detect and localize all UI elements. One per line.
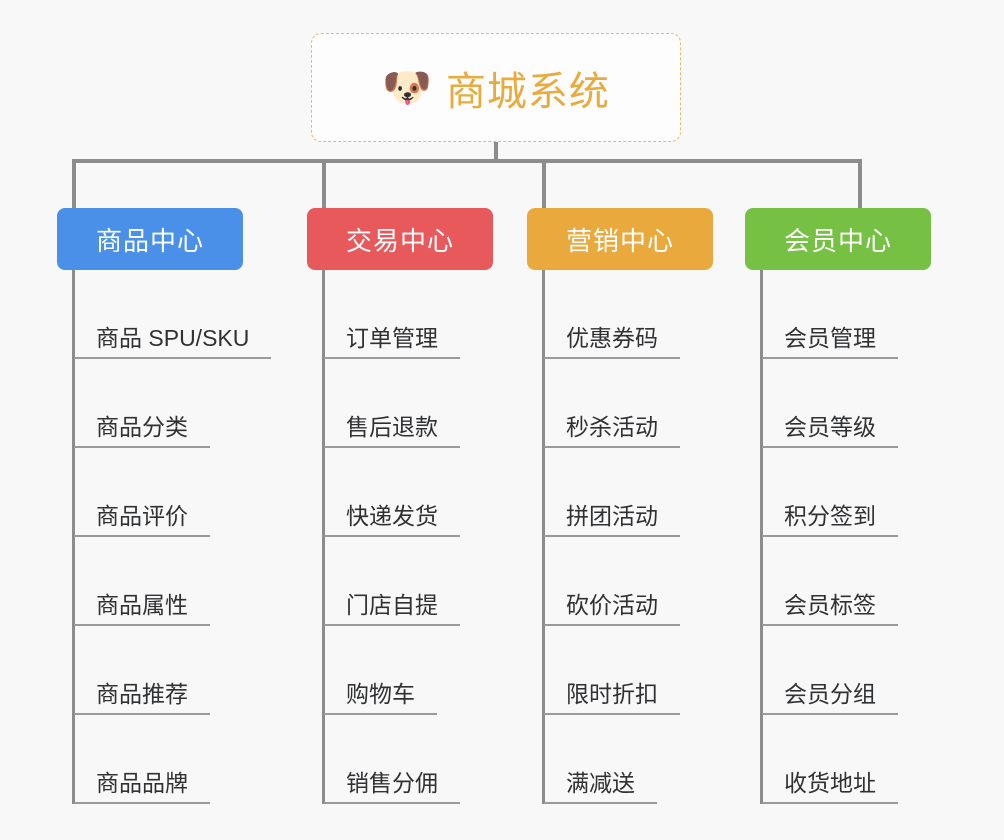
leaf-label: 砍价活动 bbox=[544, 592, 680, 626]
connector-drop-2 bbox=[322, 159, 326, 209]
branch-header-label: 会员中心 bbox=[783, 225, 892, 256]
leaf-label: 商品品牌 bbox=[74, 770, 210, 804]
list-item[interactable]: 优惠券码 bbox=[527, 270, 713, 359]
list-item[interactable]: 满减送 bbox=[527, 715, 713, 804]
branch-header-label: 营销中心 bbox=[565, 225, 674, 256]
leaf-label: 收货地址 bbox=[762, 770, 898, 804]
branch-trunk bbox=[760, 270, 763, 804]
list-item[interactable]: 销售分佣 bbox=[307, 715, 493, 804]
branch-header-member-center[interactable]: 会员中心 bbox=[745, 208, 931, 270]
list-item[interactable]: 订单管理 bbox=[307, 270, 493, 359]
root-node[interactable]: 🐶 商城系统 bbox=[311, 33, 681, 142]
leaf-label: 会员等级 bbox=[762, 414, 898, 448]
leaf-label: 积分签到 bbox=[762, 503, 898, 537]
list-item[interactable]: 拼团活动 bbox=[527, 448, 713, 537]
list-item[interactable]: 会员管理 bbox=[745, 270, 931, 359]
dog-face-icon: 🐶 bbox=[382, 64, 432, 111]
leaf-label: 订单管理 bbox=[324, 325, 460, 359]
leaf-label: 会员分组 bbox=[762, 681, 898, 715]
list-item[interactable]: 商品品牌 bbox=[57, 715, 243, 804]
list-item[interactable]: 快递发货 bbox=[307, 448, 493, 537]
branch-member-center: 会员中心 会员管理 会员等级 积分签到 会员标签 会员分组 收货地址 bbox=[745, 208, 931, 804]
list-item[interactable]: 会员等级 bbox=[745, 359, 931, 448]
list-item[interactable]: 商品属性 bbox=[57, 537, 243, 626]
leaf-label: 会员标签 bbox=[762, 592, 898, 626]
leaf-label: 门店自提 bbox=[324, 592, 460, 626]
branch-header-marketing-center[interactable]: 营销中心 bbox=[527, 208, 713, 270]
branch-marketing-center: 营销中心 优惠券码 秒杀活动 拼团活动 砍价活动 限时折扣 满减送 bbox=[527, 208, 713, 804]
connector-drop-3 bbox=[542, 159, 546, 209]
list-item[interactable]: 商品 SPU/SKU bbox=[57, 270, 272, 359]
branch-trunk bbox=[322, 270, 325, 804]
branch-product-center: 商品中心 商品 SPU/SKU 商品分类 商品评价 商品属性 商品推荐 商品品牌 bbox=[57, 208, 272, 804]
list-item[interactable]: 商品分类 bbox=[57, 359, 243, 448]
leaf-label: 销售分佣 bbox=[324, 770, 460, 804]
list-item[interactable]: 秒杀活动 bbox=[527, 359, 713, 448]
root-title: 商城系统 bbox=[445, 69, 610, 114]
leaf-list-member-center: 会员管理 会员等级 积分签到 会员标签 会员分组 收货地址 bbox=[745, 270, 931, 804]
branch-header-label: 商品中心 bbox=[95, 225, 204, 256]
leaf-label: 商品 SPU/SKU bbox=[74, 325, 272, 359]
leaf-label: 快递发货 bbox=[324, 503, 460, 537]
list-item[interactable]: 会员分组 bbox=[745, 626, 931, 715]
leaf-label: 商品评价 bbox=[74, 503, 210, 537]
list-item[interactable]: 售后退款 bbox=[307, 359, 493, 448]
leaf-list-marketing-center: 优惠券码 秒杀活动 拼团活动 砍价活动 限时折扣 满减送 bbox=[527, 270, 713, 804]
list-item[interactable]: 积分签到 bbox=[745, 448, 931, 537]
branch-trunk bbox=[542, 270, 545, 804]
list-item[interactable]: 收货地址 bbox=[745, 715, 931, 804]
leaf-label: 秒杀活动 bbox=[544, 414, 680, 448]
leaf-label: 优惠券码 bbox=[544, 325, 680, 359]
leaf-list-trade-center: 订单管理 售后退款 快递发货 门店自提 购物车 销售分佣 bbox=[307, 270, 493, 804]
connector-drop-1 bbox=[72, 159, 76, 209]
leaf-label: 会员管理 bbox=[762, 325, 898, 359]
list-item[interactable]: 会员标签 bbox=[745, 537, 931, 626]
leaf-label: 商品属性 bbox=[74, 592, 210, 626]
leaf-label: 限时折扣 bbox=[544, 681, 680, 715]
list-item[interactable]: 限时折扣 bbox=[527, 626, 713, 715]
list-item[interactable]: 商品评价 bbox=[57, 448, 243, 537]
leaf-label: 商品分类 bbox=[74, 414, 210, 448]
list-item[interactable]: 商品推荐 bbox=[57, 626, 243, 715]
leaf-list-product-center: 商品 SPU/SKU 商品分类 商品评价 商品属性 商品推荐 商品品牌 bbox=[57, 270, 272, 804]
list-item[interactable]: 购物车 bbox=[307, 626, 493, 715]
leaf-label: 购物车 bbox=[324, 681, 437, 715]
leaf-label: 售后退款 bbox=[324, 414, 460, 448]
branch-header-trade-center[interactable]: 交易中心 bbox=[307, 208, 493, 270]
branch-trunk bbox=[72, 270, 75, 804]
leaf-label: 拼团活动 bbox=[544, 503, 680, 537]
leaf-label: 满减送 bbox=[544, 770, 657, 804]
branch-header-product-center[interactable]: 商品中心 bbox=[57, 208, 243, 270]
leaf-label: 商品推荐 bbox=[74, 681, 210, 715]
branch-trade-center: 交易中心 订单管理 售后退款 快递发货 门店自提 购物车 销售分佣 bbox=[307, 208, 493, 804]
list-item[interactable]: 砍价活动 bbox=[527, 537, 713, 626]
connector-root-stem bbox=[494, 142, 498, 162]
connector-drop-4 bbox=[858, 159, 862, 209]
branch-header-label: 交易中心 bbox=[345, 225, 454, 256]
connector-horizontal-bus bbox=[72, 159, 862, 163]
list-item[interactable]: 门店自提 bbox=[307, 537, 493, 626]
